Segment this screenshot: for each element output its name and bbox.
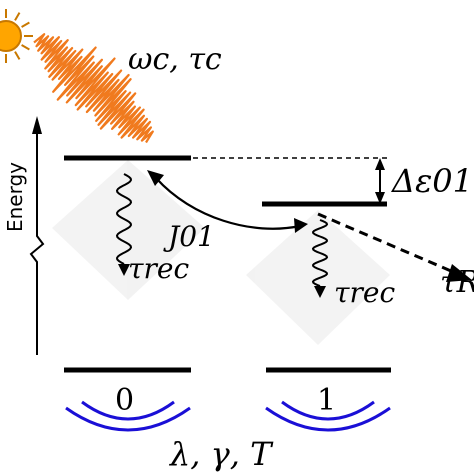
bath-arcs-1 <box>265 400 391 432</box>
sun-ray <box>21 44 30 51</box>
recombination-arrowhead-1 <box>314 286 326 298</box>
energy-gap-arrow <box>375 158 385 204</box>
light-wave <box>33 33 154 144</box>
energy-gap-label: Δε01 <box>390 162 473 200</box>
recombination-arrowhead-0 <box>118 264 130 276</box>
recombination-label-0: τrec <box>128 252 189 285</box>
sun-ray <box>14 51 21 60</box>
sun-ray <box>14 12 21 21</box>
recombination-arrow-0 <box>115 173 133 265</box>
bath-arcs-0 <box>65 400 191 432</box>
sun-icon <box>0 9 33 63</box>
transfer-arrow <box>317 212 472 282</box>
coupling-label: J01 <box>163 220 215 253</box>
coupling-arrow <box>147 170 308 233</box>
bath-label: λ, γ, T <box>168 435 274 473</box>
sun-ray <box>21 21 30 28</box>
recombination-label-1: τrec <box>334 276 395 309</box>
recombination-arrow-1 <box>311 219 329 287</box>
site-label-0: 0 <box>115 383 134 418</box>
site-label-1: 1 <box>317 383 336 418</box>
energy-axis <box>29 128 45 355</box>
transfer-label: τR <box>440 265 474 300</box>
energy-axis-arrowhead <box>32 116 42 134</box>
energy-axis-label: Energy <box>3 162 27 232</box>
illumination-label: ωc, τc <box>128 42 222 77</box>
faint-backdrop <box>52 160 390 345</box>
